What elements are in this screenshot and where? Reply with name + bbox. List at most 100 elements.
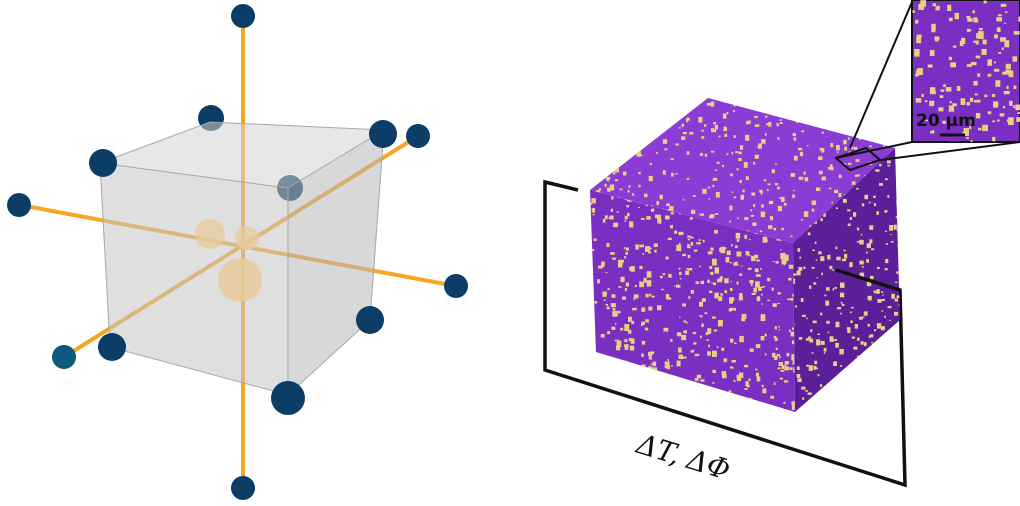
corner-node — [98, 333, 126, 361]
grain — [808, 336, 812, 339]
grain — [735, 151, 739, 154]
grain — [1004, 40, 1010, 48]
grain — [873, 414, 875, 415]
grain — [638, 130, 641, 134]
grain — [689, 131, 694, 135]
grain — [897, 193, 900, 198]
grain — [666, 297, 670, 300]
grain — [747, 267, 752, 270]
grain — [744, 364, 749, 368]
grain — [682, 199, 685, 201]
grain — [772, 303, 777, 307]
grain — [896, 333, 899, 337]
grain — [891, 398, 895, 401]
grain — [799, 256, 802, 259]
grain — [876, 211, 879, 215]
grain — [806, 145, 809, 147]
grain — [894, 311, 899, 316]
lattice-diagram — [7, 4, 468, 500]
grain — [914, 49, 920, 57]
grain — [934, 36, 939, 42]
grain — [970, 140, 973, 142]
grain — [624, 215, 628, 220]
grain — [784, 361, 789, 365]
grain — [631, 366, 637, 373]
grain — [733, 110, 735, 113]
grain — [736, 239, 740, 242]
grain — [738, 151, 742, 155]
grain — [618, 259, 623, 265]
grain — [681, 123, 684, 127]
grain — [815, 187, 821, 191]
grain — [762, 404, 764, 406]
grain — [805, 338, 810, 341]
grain — [942, 84, 946, 87]
grain — [821, 176, 826, 181]
grain — [876, 323, 882, 329]
grain — [591, 208, 596, 213]
grain — [792, 194, 795, 198]
axis-node-top — [231, 4, 255, 28]
grain — [665, 215, 670, 220]
grain — [852, 371, 856, 377]
grain — [617, 377, 622, 382]
grain — [982, 124, 988, 132]
grain — [931, 29, 936, 33]
grain — [594, 301, 598, 304]
grain — [857, 174, 860, 177]
grain — [726, 111, 729, 115]
grain — [838, 174, 842, 179]
grain — [744, 388, 748, 390]
grain — [893, 224, 897, 230]
grain — [820, 341, 825, 345]
grain — [809, 338, 814, 343]
grain — [793, 137, 797, 141]
grain — [653, 119, 658, 122]
grain — [715, 192, 720, 198]
grain — [733, 262, 737, 266]
grain — [651, 295, 655, 298]
grain — [997, 119, 1000, 122]
grain — [1009, 100, 1013, 106]
grain — [954, 141, 960, 142]
grain — [700, 280, 704, 285]
grain — [763, 179, 767, 182]
grain — [807, 232, 811, 236]
zoom-inset: 20 μm — [911, 0, 1020, 143]
grain — [798, 266, 803, 271]
grain — [713, 282, 717, 286]
grain — [700, 379, 705, 382]
grain — [595, 364, 598, 367]
grain — [752, 98, 754, 100]
grain — [954, 12, 959, 20]
grain — [806, 317, 808, 320]
grain — [783, 202, 787, 206]
grain — [873, 103, 876, 106]
grain — [755, 274, 761, 277]
grain — [611, 294, 616, 298]
grain — [611, 326, 616, 330]
grain — [898, 304, 900, 306]
grain — [656, 152, 658, 154]
grain — [689, 217, 693, 220]
grain — [896, 228, 900, 232]
grain — [893, 340, 896, 342]
grain — [639, 244, 644, 248]
grain — [816, 339, 821, 346]
grain — [594, 137, 598, 141]
grain — [650, 123, 653, 127]
grain — [731, 191, 734, 193]
grain — [804, 177, 809, 182]
grain — [792, 189, 795, 192]
grain — [793, 155, 798, 161]
grain — [820, 218, 823, 222]
grain — [811, 208, 815, 212]
grain — [734, 397, 739, 401]
grain — [1002, 71, 1006, 75]
grain — [1008, 70, 1014, 78]
grain — [655, 214, 659, 219]
grain — [761, 139, 766, 144]
grain — [873, 195, 876, 198]
grain — [704, 153, 708, 157]
grain — [607, 152, 610, 156]
